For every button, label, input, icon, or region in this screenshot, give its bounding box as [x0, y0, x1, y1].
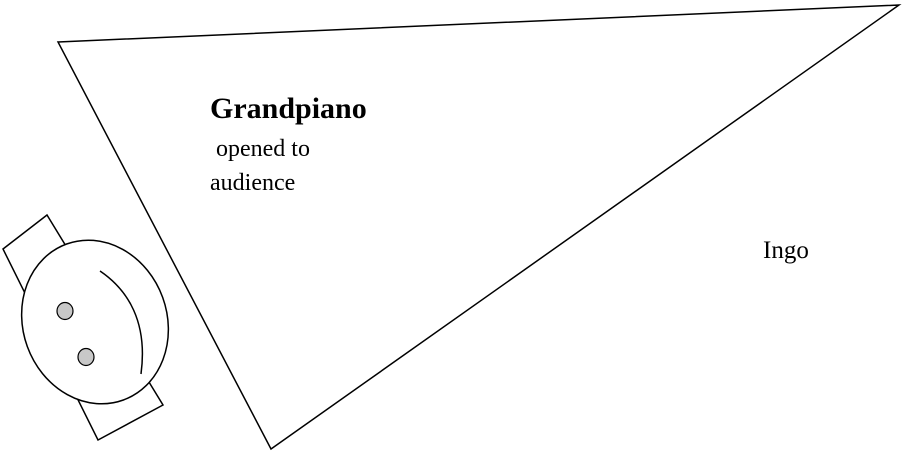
piano-note-line1: opened to — [210, 136, 310, 162]
performer-right-eye — [78, 349, 94, 366]
grand-piano-outline — [58, 5, 899, 449]
performer-left-eye — [57, 303, 73, 320]
piano-title: Grandpiano — [210, 89, 367, 129]
person-name-label: Ingo — [763, 234, 809, 268]
piano-note: opened to audience — [210, 132, 310, 200]
performer-top-view — [0, 215, 191, 440]
piano-note-line2: audience — [210, 170, 295, 196]
